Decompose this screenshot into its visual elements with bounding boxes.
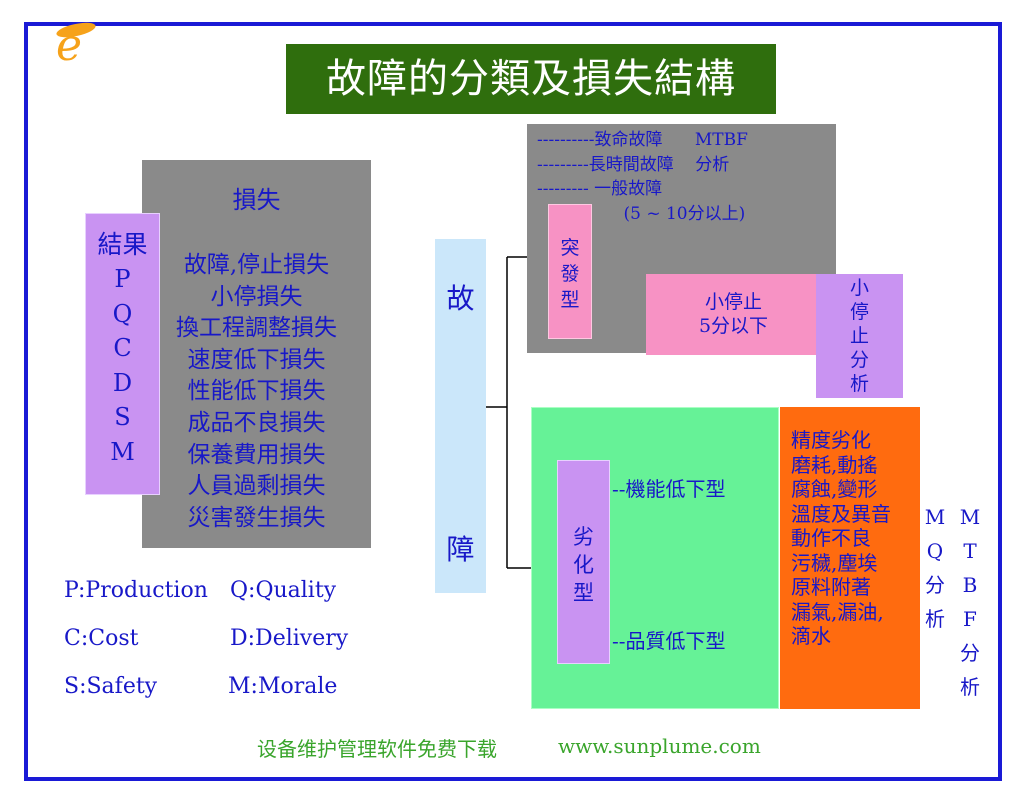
small-stop-analysis-box: 小 停 止 分 析	[816, 274, 903, 398]
mq-char: M	[924, 505, 946, 529]
legend-production: P:Production	[64, 578, 208, 603]
loss-item: 保養費用損失	[187, 441, 326, 468]
loss-item: 換工程調整損失	[176, 315, 337, 342]
mq-char: 析	[925, 607, 945, 631]
degradation-type-char: 化	[573, 553, 594, 577]
result-letter: D	[112, 368, 133, 397]
result-pqcdsm-box: 結果 P Q C D S M	[85, 213, 160, 495]
mq-char: Q	[926, 539, 944, 563]
cause-item: 原料附著	[791, 575, 871, 599]
sudden-failure-line: ---------長時間故障 分析	[537, 154, 730, 175]
cause-item: 滴水	[791, 624, 831, 648]
small-stop-line: 5分以下	[698, 315, 769, 337]
sudden-failure-line: ----------致命故障 MTBF	[537, 130, 748, 150]
loss-item: 性能低下損失	[187, 378, 326, 405]
footer-url-link[interactable]: www.sunplume.com	[558, 734, 761, 758]
mq-char: 分	[925, 573, 945, 597]
small-stop-side-char: 分	[849, 349, 869, 371]
loss-item: 成品不良損失	[187, 409, 326, 436]
degradation-type-char: 劣	[573, 525, 594, 549]
loss-list: 故障,停止損失 小停損失 換工程調整損失 速度低下損失 性能低下損失 成品不良損…	[142, 250, 371, 534]
result-letter: P	[114, 265, 131, 293]
quality-decline-label: --品質低下型	[612, 629, 726, 653]
cause-item: 腐蝕,變形	[791, 477, 878, 501]
cause-item: 漏氣,漏油,	[791, 599, 884, 624]
legend-cost: C:Cost	[64, 626, 139, 651]
svg-text:e: e	[56, 20, 82, 64]
mtbf-char: B	[962, 573, 978, 597]
legend-quality: Q:Quality	[230, 578, 337, 603]
loss-item: 人員過剩損失	[187, 473, 326, 500]
degradation-type-box: 劣 化 型	[557, 460, 610, 664]
fault-char: 故	[446, 282, 475, 315]
small-stop-line: 小停止	[704, 291, 762, 313]
function-decline-label: --機能低下型	[612, 477, 726, 501]
loss-item: 速度低下損失	[187, 346, 326, 373]
result-letter: S	[114, 403, 131, 431]
loss-item: 災害發生損失	[187, 504, 326, 531]
legend-morale: M:Morale	[228, 674, 338, 699]
sudden-failure-lines: ----------致命故障 MTBF ---------長時間故障 分析 ----…	[537, 128, 748, 226]
sudden-failure-line: --------- 一般故障	[537, 179, 663, 199]
cause-item: 污穢,塵埃	[791, 550, 878, 575]
loss-heading: 損失	[232, 186, 281, 214]
mq-analysis-column: M Q 分 析	[923, 500, 947, 636]
cause-item: 精度劣化	[791, 428, 871, 452]
mtbf-char: M	[959, 505, 981, 529]
sudden-type-box: 突 發 型	[548, 204, 592, 339]
result-letter: Q	[112, 299, 133, 328]
sudden-type-char: 發	[560, 263, 580, 285]
mtbf-char: F	[963, 607, 977, 631]
slide-frame	[24, 22, 1002, 781]
degradation-causes-box: 精度劣化 磨耗,動搖 腐蝕,變形 溫度及異音 動作不良 污穢,塵埃 原料附著 漏…	[780, 407, 920, 709]
fault-char: 障	[446, 533, 475, 566]
sudden-type-char: 突	[560, 237, 580, 259]
small-stop-side-char: 停	[849, 301, 869, 323]
mtbf-char: 析	[960, 675, 980, 699]
fault-bar: 故 障	[435, 239, 486, 593]
loss-item: 故障,停止損失	[183, 252, 330, 278]
mtbf-analysis-column: M T B F 分 析	[958, 500, 982, 704]
page-title: 故障的分類及損失結構	[286, 44, 776, 114]
loss-panel: 損失 故障,停止損失 小停損失 換工程調整損失 速度低下損失 性能低下損失 成品…	[142, 160, 371, 548]
result-letter: C	[113, 334, 132, 362]
mtbf-char: 分	[960, 641, 980, 665]
sudden-failure-line: (5 ~ 10分以上)	[537, 203, 746, 224]
legend-safety: S:Safety	[64, 674, 158, 699]
result-letter: M	[110, 437, 135, 466]
cause-item: 動作不良	[791, 526, 871, 550]
small-stop-side-char: 析	[849, 373, 869, 395]
cause-item: 溫度及異音	[791, 501, 891, 526]
degradation-type-char: 型	[573, 581, 594, 605]
footer-text: 设备维护管理软件免费下载	[257, 737, 497, 761]
small-stop-box: 小停止 5分以下	[646, 274, 821, 355]
loss-item: 小停損失	[210, 283, 303, 310]
mtbf-char: T	[963, 539, 977, 563]
sudden-type-char: 型	[560, 289, 580, 311]
e-logo-icon: e	[56, 20, 96, 64]
cause-item: 磨耗,動搖	[791, 452, 878, 477]
small-stop-side-char: 止	[849, 325, 869, 347]
small-stop-side-char: 小	[849, 277, 869, 299]
result-label: 結果	[97, 230, 148, 259]
legend-delivery: D:Delivery	[230, 626, 349, 651]
